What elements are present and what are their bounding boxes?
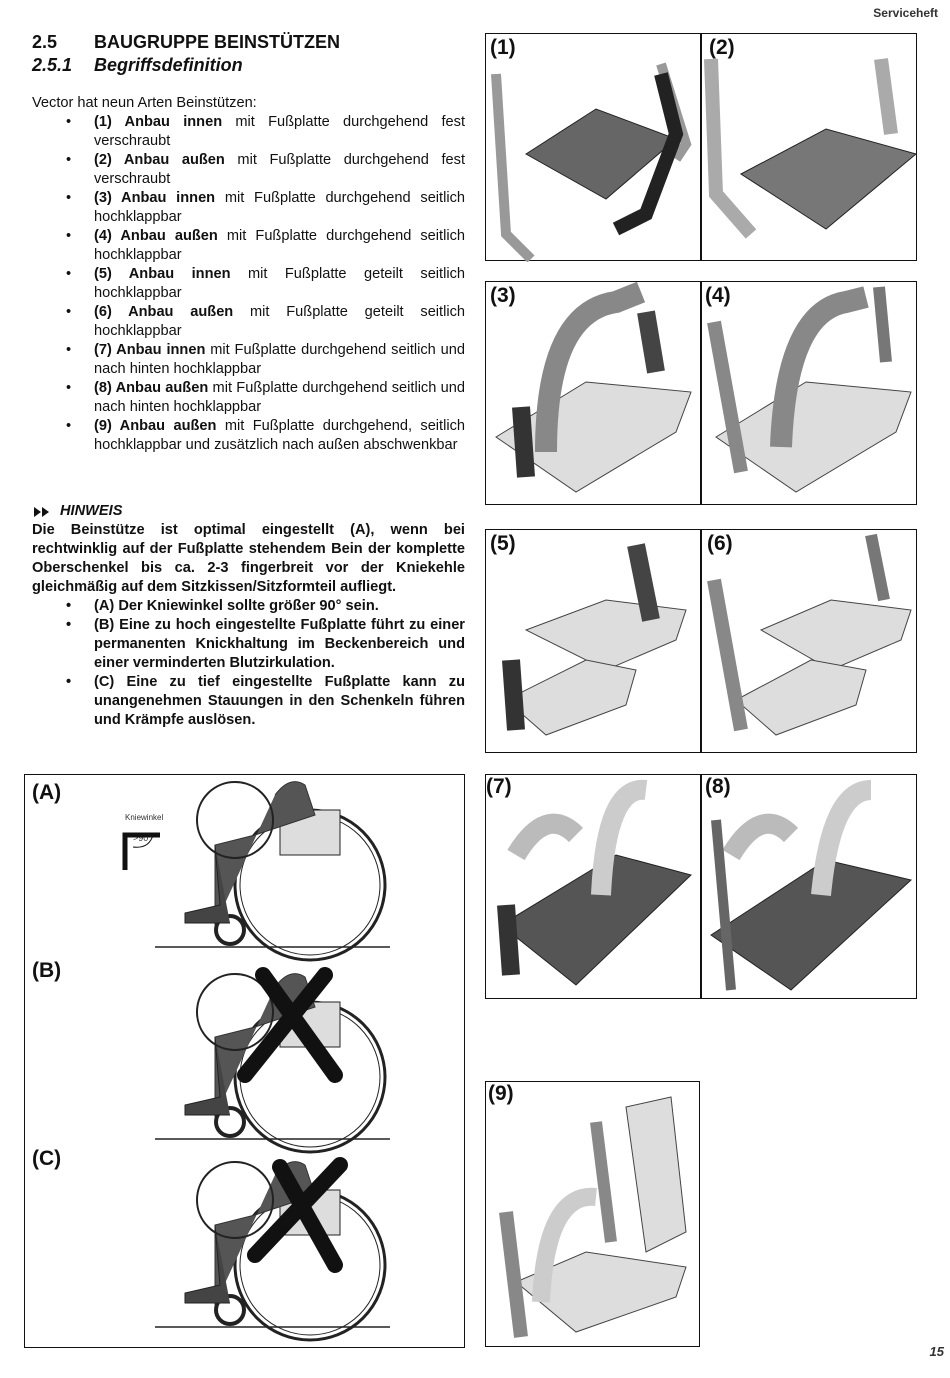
list-item: (5) Anbau innen mit Fußplatte geteilt se…	[32, 265, 465, 303]
figure-row-1: (1) (2)	[485, 33, 918, 262]
hint-block: HINWEIS Die Beinstütze ist optimal einge…	[32, 502, 465, 730]
figure-label-6: (6)	[707, 532, 733, 555]
figure-row-5: (9)	[485, 1081, 700, 1347]
footrest-illustration-3-4	[495, 282, 912, 493]
subsection-title: Begriffsdefinition	[94, 55, 243, 75]
figure-row-4: (7) (8)	[485, 774, 917, 999]
wheelchair-illustrations	[122, 781, 392, 1342]
figure-label-1: (1)	[490, 36, 516, 59]
hint-list: (A) Der Kniewinkel sollte größer 90° sei…	[32, 597, 465, 730]
hint-text: Die Beinstütze ist optimal eingestellt (…	[32, 522, 465, 595]
knee-angle-value: >90°	[133, 833, 152, 843]
list-item: (4) Anbau außen mit Fußplatte durchgehen…	[32, 227, 465, 265]
figure-row-3: (5) (6)	[485, 529, 917, 753]
figure-row-2: (3) (4)	[485, 281, 917, 505]
knee-angle-label: Kniewinkel	[125, 813, 164, 822]
figure-label-b: (B)	[32, 959, 62, 982]
list-item: (6) Anbau außen mit Fußplatte geteilt se…	[32, 303, 465, 341]
footrest-illustration-5-6	[502, 533, 912, 736]
figure-label-3: (3)	[490, 284, 516, 307]
subsection-heading: 2.5.1 Begriffsdefinition	[32, 54, 243, 76]
list-item: (A) Der Kniewinkel sollte größer 90° sei…	[32, 597, 465, 616]
figure-label-a: (A)	[32, 781, 62, 804]
types-list: (1) Anbau innen mit Fußplatte durchgehen…	[32, 113, 465, 455]
header-label: Serviceheft	[873, 6, 938, 20]
figure-label-5: (5)	[490, 532, 516, 555]
list-item: (8) Anbau außen mit Fußplatte durchgehen…	[32, 379, 465, 417]
footrest-illustration-7-8	[497, 779, 913, 991]
figure-label-9: (9)	[488, 1082, 514, 1105]
list-item: (9) Anbau außen mit Fußplatte durchgehen…	[32, 417, 465, 455]
list-item: (3) Anbau innen mit Fußplatte durchgehen…	[32, 189, 465, 227]
intro-block: Vector hat neun Arten Beinstützen: (1) A…	[32, 94, 465, 455]
section-title: BAUGRUPPE BEINSTÜTZEN	[94, 32, 341, 52]
section-number: 2.5	[32, 32, 58, 52]
list-item: (7) Anbau innen mit Fußplatte durchgehen…	[32, 341, 465, 379]
leg-position-figure: (A) (B) (C) Kniewinkel >90°	[24, 774, 465, 1348]
hint-title: HINWEIS	[32, 502, 465, 521]
figure-label-2: (2)	[709, 36, 735, 59]
list-item: (B) Eine zu hoch eingestellte Fußplatte …	[32, 616, 465, 673]
footrest-illustration-1-2	[491, 58, 918, 262]
list-item: (C) Eine zu tief eingestellte Fußplatte …	[32, 673, 465, 730]
double-arrow-icon	[34, 506, 49, 517]
list-item: (2) Anbau außen mit Fußplatte durchgehen…	[32, 151, 465, 189]
figure-label-c: (C)	[32, 1147, 62, 1170]
page-number: 15	[929, 1344, 944, 1359]
figure-label-7: (7)	[486, 775, 512, 798]
section-heading: 2.5 BAUGRUPPE BEINSTÜTZEN	[32, 31, 340, 53]
figure-label-8: (8)	[705, 775, 731, 798]
subsection-number: 2.5.1	[32, 55, 73, 75]
footrest-illustration-9	[499, 1096, 687, 1338]
list-item: (1) Anbau innen mit Fußplatte durchgehen…	[32, 113, 465, 151]
intro-text: Vector hat neun Arten Beinstützen:	[32, 95, 257, 111]
figure-label-4: (4)	[705, 284, 731, 307]
